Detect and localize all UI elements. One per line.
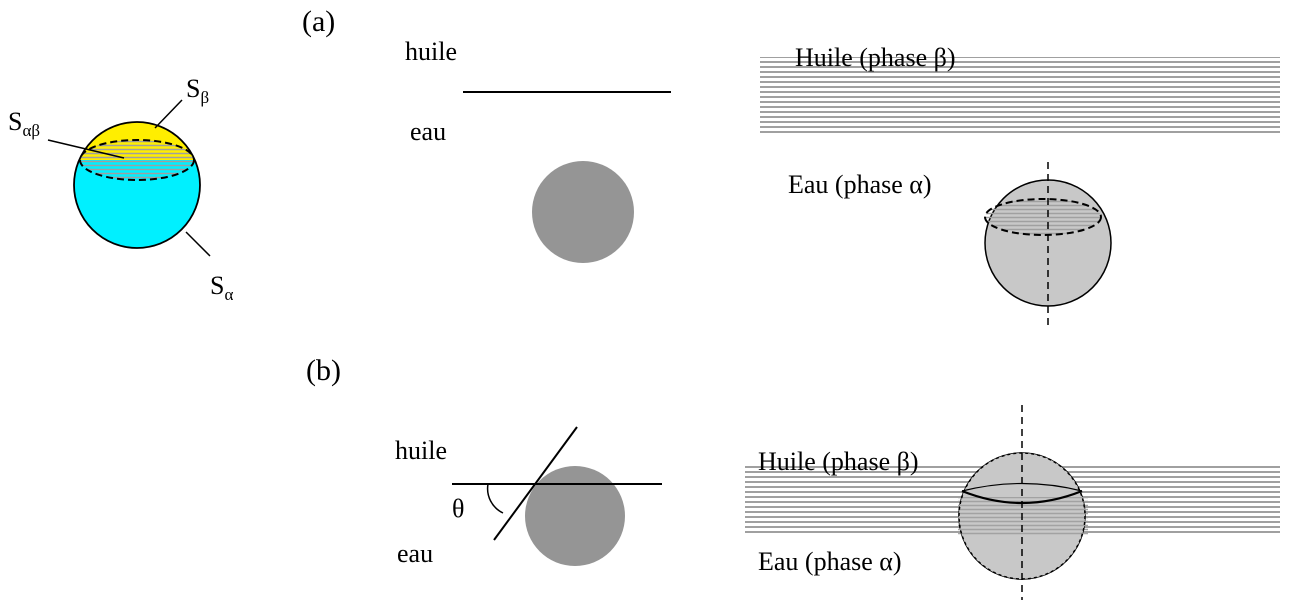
oil-label: huile [395,436,447,465]
panel-b-3d: Huile (phase β) Eau (phase α) [745,405,1280,600]
oil-label: huile [405,37,457,66]
contact-angle-arc [486,483,504,514]
leader-line-s-alpha [185,231,211,257]
particle [525,466,625,566]
water-phase-label: Eau (phase α) [758,547,902,576]
panel-a-schematic: huile eau [405,37,671,263]
projected-interface-outline [984,198,1102,236]
surface-sphere: Sβ Sαβ Sα [8,74,233,304]
interface-disc [80,140,194,180]
water-label: eau [410,117,446,146]
oil-phase-label: Huile (phase β) [795,43,956,72]
leader-line-s-beta [154,99,183,129]
particle [532,161,634,263]
panel-b-schematic: θ huile eau [395,426,662,568]
panel-label-b: (b) [306,354,341,387]
projected-interface-disc [985,199,1101,235]
label-s-beta: Sβ [186,74,209,107]
oil-phase-label: Huile (phase β) [758,447,919,476]
contact-angle-label: θ [452,494,464,523]
tangent-line [493,426,578,541]
interface-disc-outline [79,139,195,181]
label-s-alpha-beta: Sαβ [8,107,40,140]
leader-line-s-alpha-beta [47,139,125,159]
sphere-outline [73,121,201,249]
panel-label-a: (a) [302,5,335,38]
panel-a-3d: Huile (phase β) Eau (phase α) [760,43,1280,330]
water-phase-label: Eau (phase α) [788,170,932,199]
water-label: eau [397,539,433,568]
oil-phase-band [760,57,1280,135]
label-s-alpha: Sα [210,271,233,304]
